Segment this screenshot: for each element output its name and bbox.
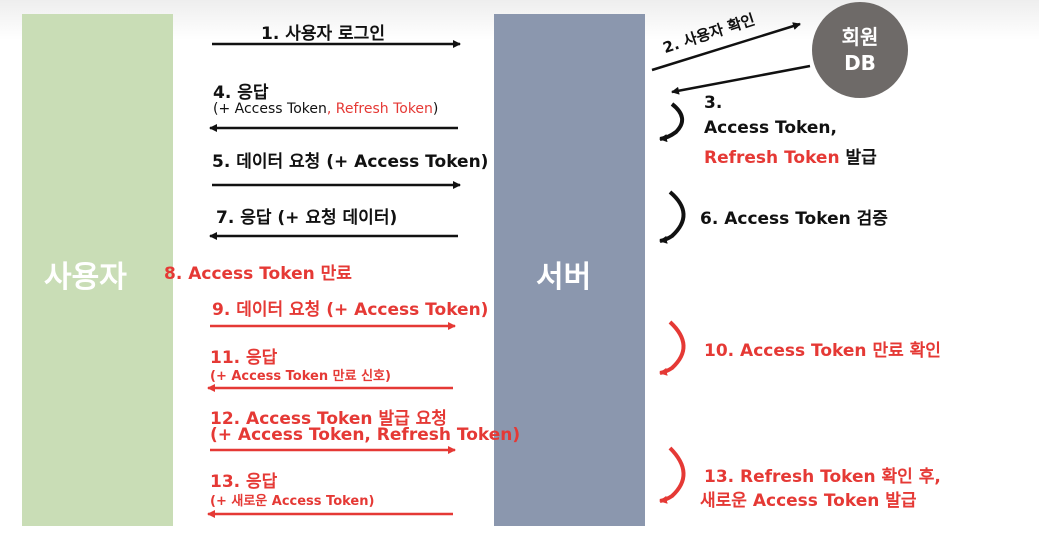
step-4-sub-refresh: , Refresh Token	[326, 101, 433, 117]
step-3-line2: Refresh Token 발급	[704, 143, 877, 168]
step-8-label: 8. Access Token 만료	[164, 264, 352, 284]
step-13-title: 13. 응답	[210, 472, 278, 492]
loop-10-expired-check	[659, 320, 686, 376]
step-9-label: 9. 데이터 요청 (+ Access Token)	[212, 300, 489, 320]
user-label: 사용자	[44, 260, 127, 295]
step-5-label: 5. 데이터 요청 (+ Access Token)	[212, 152, 489, 172]
step-4-sub-close: )	[432, 101, 439, 117]
step-10-label: 10. Access Token 만료 확인	[704, 341, 941, 361]
db-label-line1: 회원	[841, 25, 879, 49]
step-3-line1: Access Token,	[704, 118, 837, 138]
loop-3-issue	[659, 102, 684, 143]
step-4-sub-access: (+ Access Token	[213, 101, 327, 117]
step-12-line2: (+ Access Token, Refresh Token)	[210, 425, 521, 445]
server-lifeline	[494, 14, 645, 526]
step-7-label: 7. 응답 (+ 요청 데이터)	[216, 208, 398, 228]
loop-6-verify	[659, 190, 686, 244]
arrow-db-return	[671, 64, 811, 95]
db-label-line2: DB	[844, 51, 876, 75]
step-3-issue: 발급	[839, 148, 877, 168]
user-lifeline	[22, 14, 173, 526]
step-6-label: 6. Access Token 검증	[700, 209, 888, 229]
server-label: 서버	[536, 260, 592, 295]
step-4-title: 4. 응답	[213, 83, 269, 103]
member-db-node: 회원 DB	[812, 2, 908, 98]
step-13-server-line1: 13. Refresh Token 확인 후,	[704, 467, 941, 487]
step-3-refresh-token: Refresh Token	[704, 148, 840, 168]
step-3-number: 3.	[704, 93, 723, 113]
step-12-line1: 12. Access Token 발급 요청	[210, 409, 447, 429]
step-11-title: 11. 응답	[210, 348, 278, 368]
step-11-subtitle: (+ Access Token 만료 신호)	[210, 369, 391, 384]
loop-13-reissue	[659, 446, 686, 504]
step-13-subtitle: (+ 새로운 Access Token)	[210, 494, 375, 509]
arrow-2-check-user	[651, 22, 801, 72]
step-1-label: 1. 사용자 로그인	[261, 24, 385, 44]
step-4-subtitle: (+ Access Token, Refresh Token)	[213, 101, 438, 117]
step-13-server-line2: 새로운 Access Token 발급	[700, 491, 917, 511]
